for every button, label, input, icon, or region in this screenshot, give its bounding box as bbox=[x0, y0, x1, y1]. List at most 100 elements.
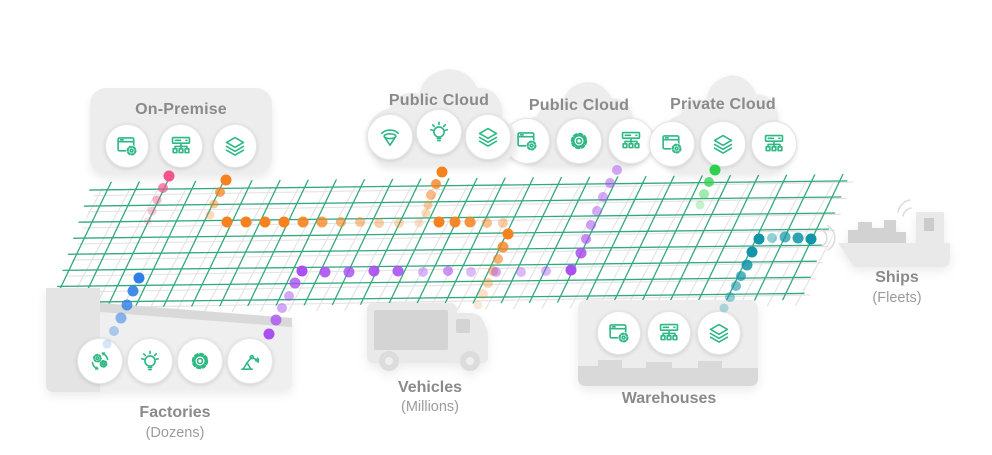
purple-flow-dot bbox=[368, 265, 380, 277]
lightbulb-icon bbox=[127, 338, 173, 384]
orange-flow-dot bbox=[502, 228, 514, 240]
grid-line bbox=[607, 174, 677, 308]
on-premise-panel: On-Premise bbox=[90, 88, 272, 174]
server-tree-icon bbox=[608, 118, 654, 164]
grid-line bbox=[439, 174, 509, 308]
public-cloud-2-label: Public Cloud bbox=[528, 97, 630, 114]
orange-flow-dot bbox=[498, 218, 508, 228]
private-cloud-label: Private Cloud bbox=[670, 96, 776, 113]
grid-shadow-line bbox=[733, 180, 811, 314]
layers-icon bbox=[700, 121, 746, 167]
server-tree-icon-glyph bbox=[168, 133, 194, 159]
teal-flow-dot bbox=[731, 281, 741, 291]
server-tree-icon bbox=[159, 124, 203, 168]
orange-flow-dot bbox=[421, 208, 431, 218]
grid-line bbox=[467, 174, 537, 308]
orange-flow-dot bbox=[493, 254, 503, 264]
browser-gear-icon bbox=[597, 311, 641, 355]
grid-line bbox=[691, 174, 761, 308]
grid-line bbox=[719, 174, 789, 308]
browser-gear-icon bbox=[105, 124, 149, 168]
orange-flow-dot bbox=[205, 210, 215, 220]
purple-flow-dot bbox=[443, 266, 453, 276]
layers-icon-glyph bbox=[475, 124, 501, 150]
grid-shadow-line bbox=[481, 180, 559, 314]
orange-flow-dot bbox=[278, 216, 290, 228]
gears-cycle-icon bbox=[77, 338, 123, 384]
orange-flow-dot bbox=[483, 278, 493, 288]
grid-line bbox=[50, 260, 850, 272]
orange-flow-dot bbox=[426, 190, 436, 200]
orange-flow-dot bbox=[464, 216, 476, 228]
orange-flow-dot bbox=[394, 218, 404, 228]
orange-flow-dot bbox=[497, 241, 509, 253]
vehicles-site: Vehicles (Millions) bbox=[352, 296, 508, 426]
browser-gear-icon bbox=[649, 121, 695, 167]
grid-shadow-line bbox=[54, 229, 854, 246]
browser-gear-icon-glyph bbox=[114, 133, 140, 159]
teal-flow-dot bbox=[805, 233, 817, 245]
orange-flow-dot bbox=[414, 218, 424, 228]
teal-flow-dot bbox=[746, 246, 758, 258]
server-tree-icon bbox=[751, 121, 797, 167]
grid-line bbox=[747, 174, 817, 308]
purple-flow-dot bbox=[605, 178, 615, 188]
grid-shadow-line bbox=[54, 245, 854, 262]
orange-flow-dot bbox=[316, 216, 328, 228]
lightbulb-icon-glyph bbox=[426, 119, 452, 145]
gear-icon bbox=[177, 338, 223, 384]
server-tree-icon bbox=[647, 311, 691, 355]
green-flow-dot bbox=[699, 189, 709, 199]
orange-flow-dot bbox=[221, 216, 233, 228]
warehouses-site: Warehouses bbox=[576, 298, 762, 416]
lightbulb-icon bbox=[416, 109, 462, 155]
grid-line bbox=[50, 244, 850, 256]
warehouses-icon-row bbox=[576, 311, 762, 355]
grid-line bbox=[299, 174, 369, 308]
grid-line bbox=[50, 180, 850, 192]
purple-flow-dot bbox=[343, 266, 355, 278]
orange-flow-dot bbox=[433, 216, 445, 228]
pink-flow-dot bbox=[144, 217, 152, 225]
grid-line bbox=[663, 174, 733, 308]
pink-flow-dot bbox=[152, 195, 162, 205]
server-tree-icon-glyph bbox=[656, 320, 682, 346]
purple-flow-dot bbox=[581, 234, 591, 244]
robot-arm-icon bbox=[227, 338, 273, 384]
public-cloud-2: Public Cloud bbox=[500, 74, 658, 172]
private-cloud: Private Cloud bbox=[642, 66, 804, 180]
on-premise-label: On-Premise bbox=[135, 101, 227, 118]
purple-flow-dot bbox=[392, 265, 404, 277]
grid-shadow-line bbox=[54, 213, 854, 230]
public-cloud-2-icon-row bbox=[500, 118, 658, 164]
purple-flow-dot bbox=[565, 264, 577, 276]
grid-shadow-line bbox=[649, 180, 727, 314]
pink-flow-dot bbox=[158, 183, 168, 193]
grid-shadow-line bbox=[761, 180, 839, 314]
grid-shadow-line bbox=[509, 180, 587, 314]
gears-cycle-icon-glyph bbox=[87, 348, 113, 374]
orange-flow-dot bbox=[431, 179, 441, 189]
purple-flow-dot bbox=[541, 266, 551, 276]
browser-gear-icon-glyph bbox=[659, 131, 685, 157]
purple-flow-dot bbox=[296, 265, 308, 277]
ships-sublabel: (Fleets) bbox=[872, 290, 922, 306]
orange-flow-dot bbox=[488, 266, 498, 276]
teal-flow-dot bbox=[741, 259, 753, 271]
grid-line bbox=[411, 174, 481, 308]
grid-shadow-line bbox=[397, 180, 475, 314]
warehouses-label: Warehouses bbox=[621, 390, 717, 407]
ships-label: Ships bbox=[875, 269, 919, 286]
factories-sublabel: (Dozens) bbox=[145, 425, 205, 441]
gear-icon bbox=[556, 118, 602, 164]
gear-icon-glyph bbox=[566, 128, 592, 154]
layers-icon bbox=[213, 124, 257, 168]
purple-flow-dot bbox=[418, 267, 428, 277]
purple-flow-dot bbox=[592, 206, 602, 216]
purple-flow-dot bbox=[491, 267, 501, 277]
blue-flow-dot bbox=[133, 272, 145, 284]
orange-flow-dot bbox=[423, 200, 433, 210]
layers-icon-glyph bbox=[710, 131, 736, 157]
purple-flow-dot bbox=[516, 267, 526, 277]
